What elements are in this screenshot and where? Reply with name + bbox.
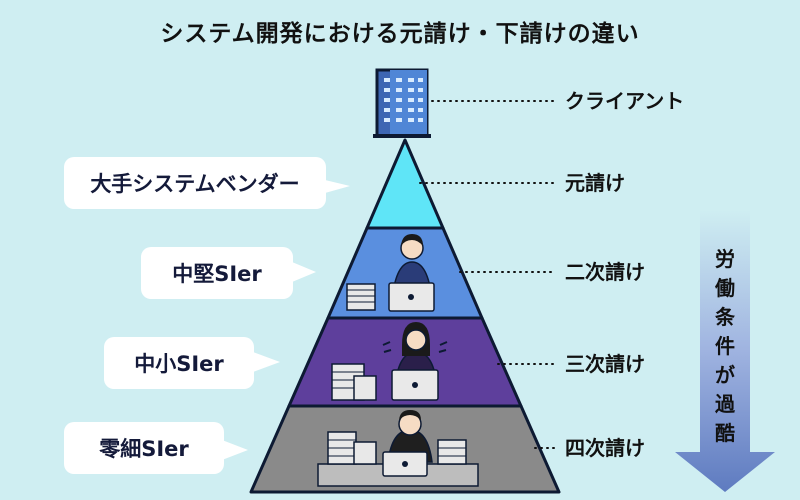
stressed-worker-icon [331, 322, 448, 401]
building-icon [373, 68, 431, 138]
arrow-char: 酷 [715, 421, 735, 445]
vendor-small: 中小SIer [104, 337, 254, 389]
tier-label-prime: 元請け [565, 171, 625, 195]
arrow-char: 働 [715, 276, 735, 300]
vendor-large: 大手システムベンダー [64, 157, 326, 209]
arrow-char: が [715, 363, 735, 387]
page-title: システム開発における元請け・下請けの違い [160, 21, 640, 47]
overworked-worker-icon [317, 410, 479, 487]
tier-label-client: クライアント [565, 89, 685, 113]
arrow-char: 条 [715, 305, 735, 329]
tier-label-third: 三次請け [565, 352, 645, 376]
worker-icon [346, 234, 435, 312]
arrow-down-icon [675, 210, 775, 492]
arrow-char: 過 [715, 392, 735, 416]
dotted-connectors [419, 100, 559, 449]
pyramid-tier-1 [365, 138, 445, 230]
vendor-micro: 零細SIer [64, 422, 224, 474]
arrow-caption: 労 働 条 件 が 過 酷 [705, 245, 745, 448]
tier-label-second: 二次請け [565, 260, 645, 284]
arrow-char: 件 [715, 334, 735, 358]
vendor-mid: 中堅SIer [141, 247, 293, 299]
tier-label-fourth: 四次請け [565, 436, 645, 460]
arrow-char: 労 [715, 247, 735, 271]
